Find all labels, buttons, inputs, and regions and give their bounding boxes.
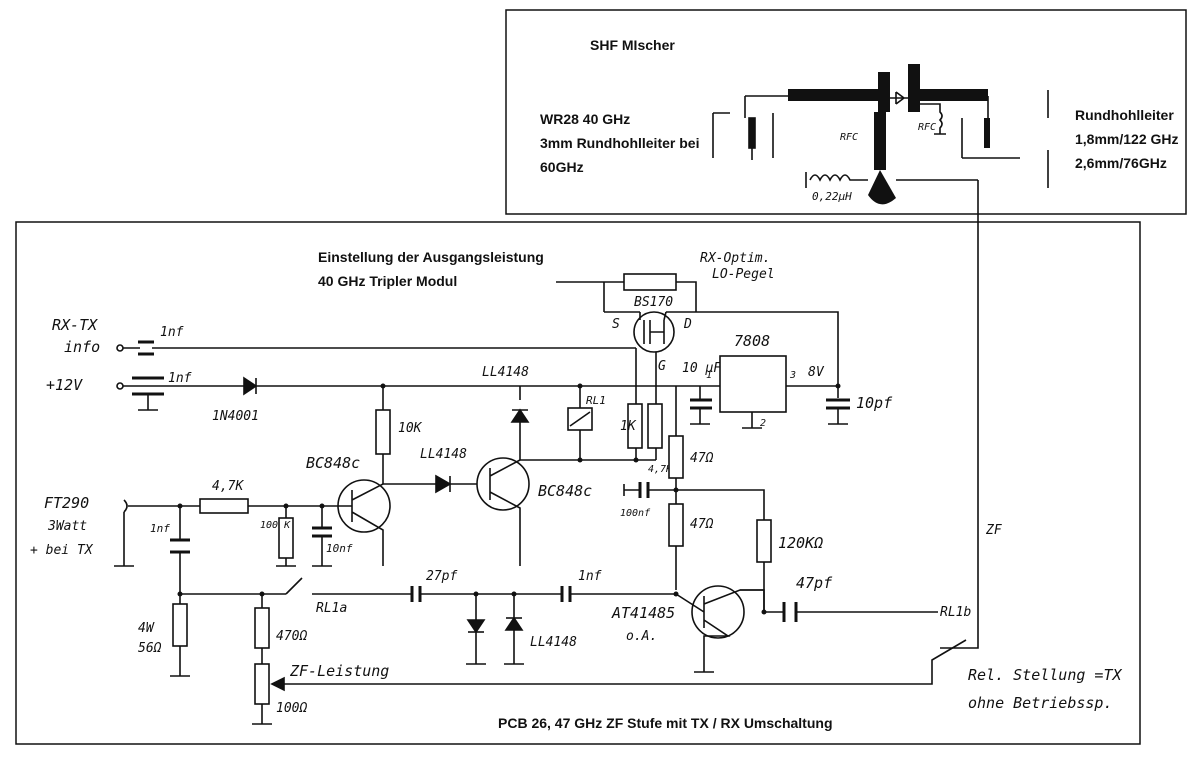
v8-label: 8V [808,365,825,380]
ft290-line-2: 3Watt [47,519,87,534]
mixer-box: SHF MIscher WR28 40 GHz 3mm Rundhohlleit… [505,9,1187,215]
at41485 [691,585,745,639]
r470-label: 470Ω [276,629,307,644]
regulator-box [719,355,787,413]
r1k-label: 1K [620,419,637,434]
c1nf-a-label: 1nf [160,325,184,340]
oa-label: o.A. [626,629,657,644]
rx-optim-line-1: RX-Optim. [700,251,770,266]
bs170-label: BS170 [634,295,673,310]
info-label: info [64,338,100,356]
r56-label: 56Ω [138,641,162,656]
mixer-left-label-2: 3mm Rundhohlleiter bei [540,135,699,151]
main-box-border [15,221,1141,745]
rel-line-1: Rel. Stellung =TX [968,666,1122,684]
mixer-right-label-3: 2,6mm/76GHz [1075,155,1167,171]
r100k-label: 100 K [260,520,291,531]
r47-a-label: 47Ω [690,451,714,466]
c10nf-label: 10nf [326,542,353,555]
r10k-label: 10K [398,421,423,436]
rfc2-label: RFC [918,122,936,133]
r47k-small-label: 4,7K [648,464,673,475]
main-box: Einstellung der Ausgangsleistung 40 GHz … [15,221,1141,745]
rl1-label: RL1 [586,394,606,407]
g-label: G [658,359,666,374]
stripline-right [908,64,920,112]
pin2-label: 2 [760,418,766,429]
reg-label: 7808 [734,332,770,350]
inductor-label: 0,22µH [812,190,852,203]
rfc1-label: RFC [840,132,858,143]
bc848-b-label: BC848c [538,482,592,500]
footer-caption: PCB 26, 47 GHz ZF Stufe mit TX / RX Umsc… [498,715,833,731]
r100-label: 100Ω [276,701,307,716]
c10uf-label: 10 µF [682,361,722,376]
rl1b-label: RL1b [940,605,971,620]
mixer-right-label-2: 1,8mm/122 GHz [1075,131,1179,147]
zf-leistung-label: ZF-Leistung [289,662,389,680]
ft290-line-1: FT290 [44,494,89,512]
rel-line-2: ohne Betriebssp. [968,694,1113,712]
mixer-right-label-1: Rundhohlleiter [1075,107,1174,123]
c1nf-mid-label: 1nf [578,569,602,584]
bc848-a-label: BC848c [306,454,360,472]
c100nf-label: 100nf [620,508,651,519]
rl1a-label: RL1a [316,601,347,616]
zf-label: ZF [985,523,1003,538]
r47-b-label: 47Ω [690,517,714,532]
d1n4001-label: 1N4001 [212,409,259,424]
mixer-box-border [505,9,1187,215]
d-label: D [683,317,692,332]
ll4148-bot-label: LL4148 [530,635,577,650]
ll4148-top-label: LL4148 [482,365,529,380]
r4w-label: 4W [138,621,155,636]
at41485-label: AT41485 [611,604,675,622]
c27pf-label: 27pf [426,569,457,584]
r120k-label: 120KΩ [778,534,823,552]
v12-label: +12V [46,376,83,394]
mixer-title: SHF MIscher [590,37,675,53]
stripline-vert [878,72,890,112]
s-label: S [612,317,620,332]
header-line-1: Einstellung der Ausgangsleistung [318,249,544,265]
rx-tx-label: RX-TX [52,316,98,334]
rfc1-stub [874,112,886,170]
c1nf-in-label: 1nf [150,522,170,535]
mixer-left-label-1: WR28 40 GHz [540,111,630,127]
stripline-left [788,89,878,101]
r47k-label: 4,7K [212,479,244,494]
ft290-line-3: + bei TX [30,543,94,558]
bc848-b [476,457,530,511]
rx-optim-line-2: LO-Pegel [712,267,775,282]
c10pf-label: 10pf [856,394,893,412]
pin3-label: 3 [789,370,796,381]
ll4148-mid-label: LL4148 [420,447,467,462]
pin1-label: 1 [706,370,712,381]
c47pf-label: 47pf [796,574,833,592]
c1nf-b-label: 1nf [168,371,192,386]
header-line-2: 40 GHz Tripler Modul [318,273,457,289]
radial-stub [868,170,896,205]
mixer-left-label-3: 60GHz [540,159,584,175]
